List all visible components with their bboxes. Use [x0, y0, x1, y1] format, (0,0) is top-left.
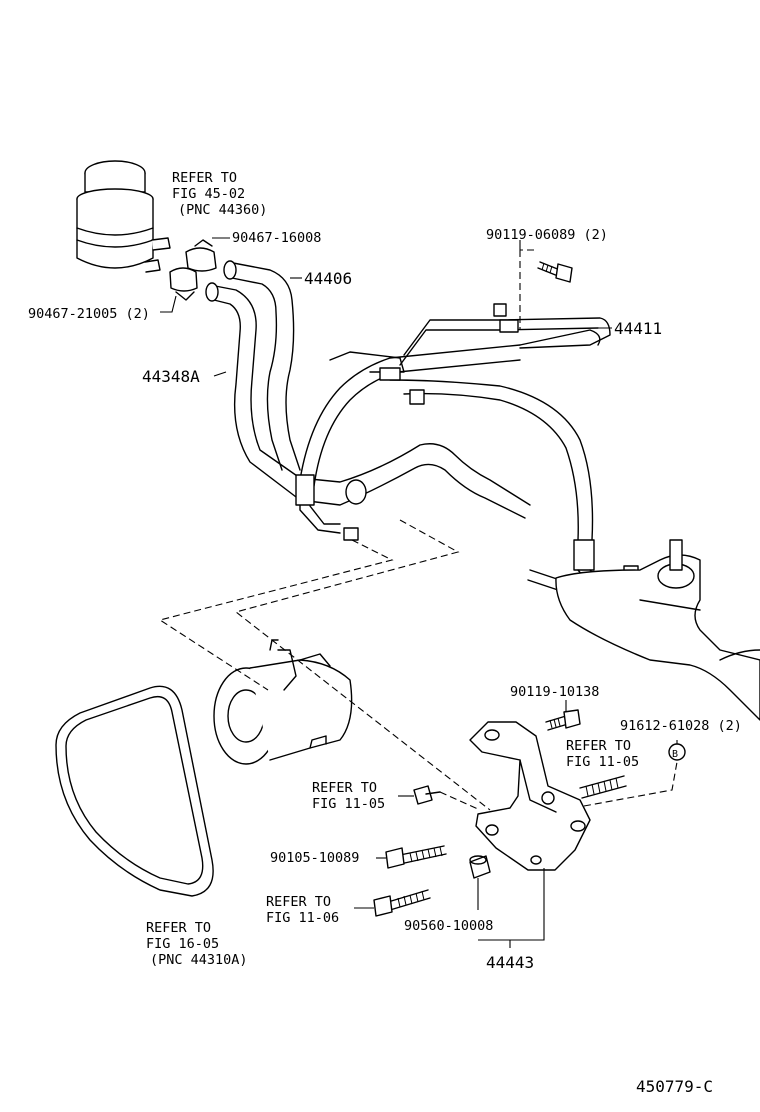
- label-callout-b: B: [672, 749, 678, 760]
- refer-11-06-line1: REFER TO: [266, 894, 331, 910]
- spacer: [469, 855, 491, 879]
- pump-bracket: [469, 721, 591, 871]
- suction-hose: [205, 282, 531, 519]
- bolt-top: [537, 261, 573, 283]
- label-spacer: 90560-10008: [404, 918, 493, 934]
- refer-11-05-right-line1: REFER TO: [566, 738, 631, 754]
- refer-11-05-left-line1: REFER TO: [312, 780, 377, 796]
- bolt-lower: [373, 889, 431, 917]
- label-bolt-bracket: 90119-10138: [510, 684, 599, 700]
- refer-11-06-line2: FIG 11-06: [266, 910, 339, 926]
- diagram-id: 450779-C: [636, 1077, 713, 1096]
- label-clamp-upper: 90467-16008: [232, 230, 321, 246]
- label-bracket-assy: 44443: [486, 953, 534, 972]
- refer-11-05-left-line2: FIG 11-05: [312, 796, 385, 812]
- return-hose: [223, 260, 301, 471]
- label-pressure-tube: 44411: [614, 319, 662, 338]
- steering-gear: [527, 539, 760, 721]
- bolt-bracket: [545, 709, 581, 731]
- bolt-long: [385, 845, 447, 869]
- clamp-upper: [185, 239, 217, 272]
- leader-lines: [160, 237, 678, 948]
- stud-bolt: [579, 775, 627, 799]
- label-clamp-lower: 90467-21005 (2): [28, 306, 150, 322]
- refer-belt-line3: (PNC 44310A): [150, 952, 248, 968]
- label-hose-return: 44406: [304, 269, 352, 288]
- nut-left: [413, 785, 441, 805]
- label-nut-b: 91612-61028 (2): [620, 718, 742, 734]
- refer-reservoir-line2: FIG 45-02: [172, 186, 245, 202]
- clamp-lower: [169, 267, 198, 301]
- refer-reservoir-line3: (PNC 44360): [178, 202, 267, 218]
- routing-lines: [158, 249, 678, 811]
- label-hose-suction: 44348A: [142, 367, 200, 386]
- drive-belt: [55, 685, 214, 897]
- pressure-tube: [295, 317, 623, 595]
- reservoir-tank: [76, 160, 171, 273]
- refer-belt-line2: FIG 16-05: [146, 936, 219, 952]
- label-bolt-top: 90119-06089 (2): [486, 227, 608, 243]
- refer-reservoir-line1: REFER TO: [172, 170, 237, 186]
- label-bolt-long: 90105-10089: [270, 850, 359, 866]
- power-steering-pump: [213, 639, 353, 765]
- refer-11-05-right-line2: FIG 11-05: [566, 754, 639, 770]
- refer-belt-line1: REFER TO: [146, 920, 211, 936]
